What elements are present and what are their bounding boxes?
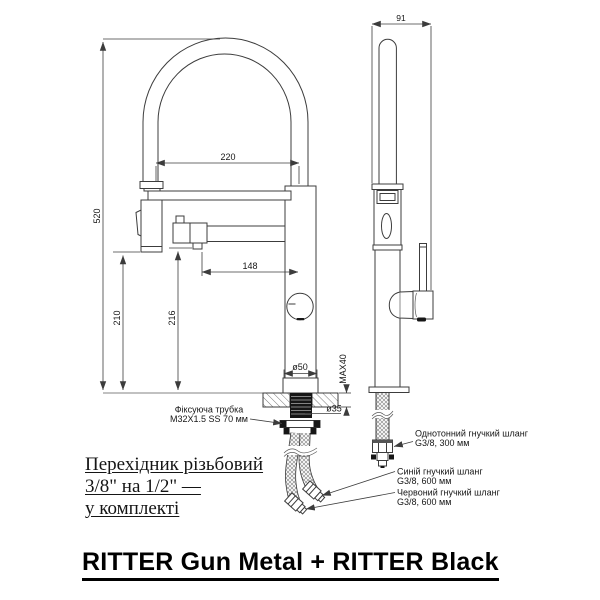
- dim-arm-reach: 148: [201, 252, 299, 276]
- fitting-tip-end: [380, 466, 385, 468]
- dim-max-countertop-label: MAX40: [338, 354, 348, 384]
- spout-arc-outer: [142, 37, 309, 186]
- dimensions: 520 220 91 210 216 148: [92, 13, 432, 416]
- spray-button-inner: [379, 193, 396, 201]
- leader-fixing-tube: [249, 418, 283, 426]
- adapter-note: Перехідник різьбовий 3/8" на 1/2" — у ко…: [85, 454, 263, 520]
- fixing-tube-threaded: [290, 393, 312, 418]
- dim-arm-height-label: 216: [167, 310, 177, 325]
- callouts: Фіксуюча трубка M32X1.5 SS 70 мм Однотон…: [170, 405, 529, 511]
- dim-arm-reach-label: 148: [242, 261, 257, 271]
- blue-hose-label-1: Синій гнучкий шланг: [397, 467, 483, 477]
- mount-nut-tab-left: [284, 427, 290, 434]
- hose-blue-braid: [299, 432, 317, 493]
- countertop-left: [262, 392, 291, 408]
- body-column: [284, 185, 317, 379]
- hose-break-curve-1: [283, 447, 318, 454]
- handle-lever-shade: [414, 292, 417, 318]
- fixing-tube-threads: [291, 396, 311, 415]
- dim-max-countertop: MAX40: [338, 354, 351, 416]
- arm-nub: [192, 242, 203, 250]
- dim-mount-diameter-label: ø35: [326, 404, 342, 414]
- leader-blue-hose: [321, 471, 396, 496]
- spray-head-clip: [135, 209, 142, 237]
- dim-spout-reach-label: 220: [220, 152, 235, 162]
- side-hose-assembly: [371, 392, 394, 468]
- fixing-tube-label-2: M32X1.5 SS 70 мм: [170, 414, 248, 424]
- side-hose-nut-chamfer: [372, 440, 393, 443]
- red-hose-label-1: Червоний гнучкий шланг: [397, 488, 501, 498]
- leader-red-hose: [305, 492, 396, 511]
- spray-slot: [381, 213, 392, 239]
- faucet-base: [282, 377, 319, 394]
- spout-arc-inner: [157, 53, 292, 186]
- arm-knob: [175, 215, 185, 224]
- dim-arm-height: 216: [167, 247, 192, 391]
- side-collar: [371, 183, 404, 190]
- supply-hoses: [283, 432, 326, 515]
- dim-depth-label: 91: [396, 13, 406, 23]
- side-hose-fitting-mid: [376, 452, 389, 461]
- blue-hose-label-2: G3/8, 600 мм: [397, 476, 451, 486]
- mount-plate-cap-right: [313, 420, 320, 428]
- dim-total-height-label: 520: [92, 208, 102, 223]
- leader-plain-hose: [393, 441, 414, 448]
- dim-base-diameter: ø50: [283, 362, 318, 378]
- dim-mount-diameter: ø35: [305, 404, 342, 414]
- dim-base-diameter-label: ø50: [292, 362, 308, 372]
- spray-head-body: [140, 199, 163, 253]
- plain-hose-label-2: G3/8, 300 мм: [415, 438, 469, 448]
- side-housing-cap: [372, 244, 403, 251]
- side-body-column: [374, 249, 401, 388]
- fitting-tab-right: [389, 454, 394, 460]
- fixing-tube-label-1: Фіксуюча трубка: [175, 405, 244, 415]
- hose-red-braid: [285, 432, 301, 504]
- hose-break-curve-2: [283, 451, 318, 457]
- dim-spray-head-height: 210: [112, 251, 140, 391]
- product-title: RITTER Gun Metal + RITTER Black: [82, 548, 499, 581]
- adapter-note-line-1: Перехідник різьбовий: [85, 454, 264, 475]
- dim-spray-head-height-label: 210: [112, 310, 122, 325]
- fitting-tab-left: [371, 454, 376, 460]
- mixer-knob-notch: [296, 318, 305, 321]
- hose-break-mask: [283, 446, 318, 455]
- mount-nut-tab-right: [310, 427, 316, 434]
- dim-spout-reach: 220: [155, 152, 300, 184]
- mixer-knob: [286, 292, 314, 321]
- magnet-holder-bar: [147, 190, 292, 201]
- red-hose-label-2: G3/8, 600 мм: [397, 497, 451, 507]
- dim-depth: 91: [371, 13, 432, 290]
- side-hose-fitting-tip: [378, 460, 387, 467]
- adapter-note-line-2: 3/8" на 1/2" —: [85, 476, 201, 497]
- side-hose-break-curve-2: [371, 413, 394, 420]
- dim-total-height: 520: [92, 38, 220, 391]
- side-hose-break-curve-1: [371, 410, 394, 417]
- front-view: [135, 37, 319, 394]
- adapter-note-line-3: у комплекті: [85, 498, 180, 519]
- side-base-flange: [368, 386, 410, 393]
- side-spout-tube: [378, 38, 397, 184]
- side-view: [368, 38, 434, 393]
- handle-lever-wedge: [388, 290, 414, 320]
- plain-hose-label-1: Однотонний гнучкий шланг: [415, 429, 529, 439]
- hose-nut-blue: [301, 480, 326, 503]
- handle-rod: [419, 243, 427, 292]
- spray-collar: [139, 181, 164, 189]
- hose-nut-red: [283, 492, 308, 515]
- mount-plate-cap-left: [280, 420, 287, 428]
- handle-lever-tip: [417, 317, 426, 322]
- mounting-assembly: [103, 392, 339, 435]
